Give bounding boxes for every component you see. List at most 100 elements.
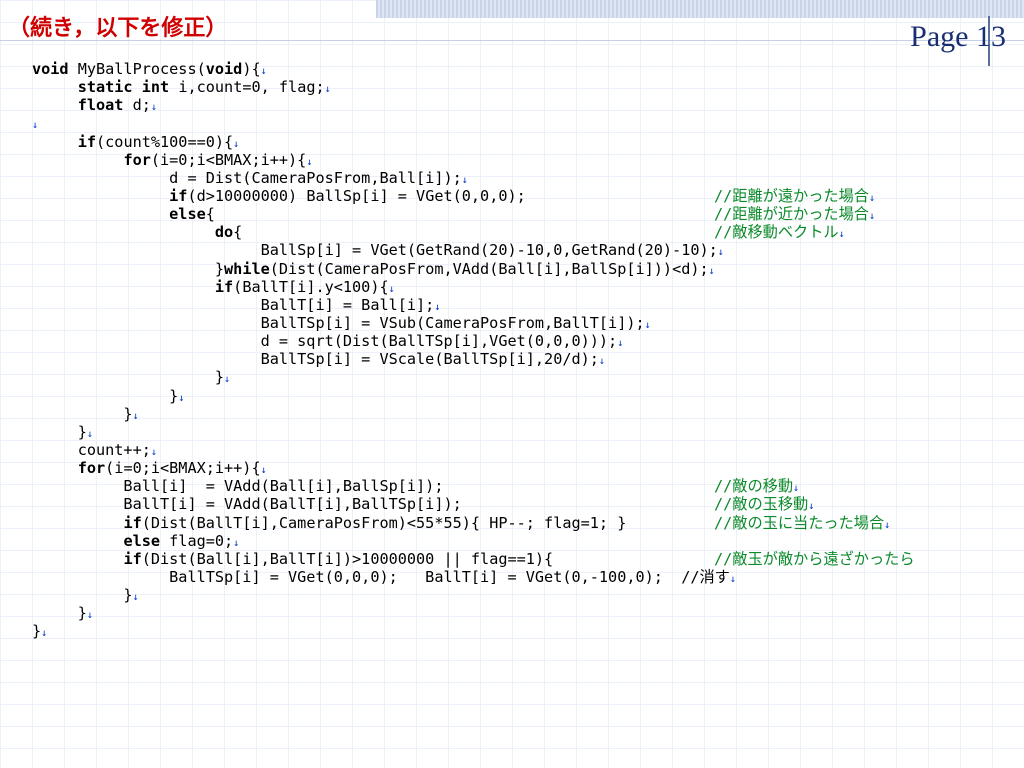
code-line: if(d>10000000) BallSp[i] = VGet(0,0,0); /…: [32, 187, 1002, 205]
code-line: for(i=0;i<BMAX;i++){↓: [32, 459, 1002, 477]
code-line: }↓: [32, 622, 1002, 640]
code-text: }↓: [32, 422, 93, 441]
code-text: BallT[i] = Ball[i];↓: [32, 295, 441, 314]
code-comment: //敵の移動↓: [714, 477, 800, 496]
code-line: if(count%100==0){↓: [32, 133, 1002, 151]
line-end-mark: ↓: [868, 211, 876, 223]
code-line: BallSp[i] = VGet(GetRand(20)-10,0,GetRan…: [32, 241, 1002, 259]
line-end-mark: ↓: [434, 301, 441, 313]
line-end-mark: ↓: [233, 138, 240, 150]
code-text: if(BallT[i].y<100){↓: [214, 277, 395, 296]
line-end-mark: ↓: [617, 338, 624, 350]
line-end-mark: ↓: [178, 392, 185, 404]
line-end-mark: ↓: [598, 356, 605, 368]
code-text: if(count%100==0){↓: [77, 132, 240, 151]
code-line: if(Dist(BallT[i],CameraPosFrom)<55*55){ …: [32, 514, 1002, 532]
line-end-mark: ↓: [717, 247, 724, 259]
line-end-mark: ↓: [86, 610, 93, 622]
code-text: static int i,count=0, flag;↓: [77, 78, 331, 97]
code-comment: //敵玉が敵から遠ざかったら: [714, 549, 915, 568]
code-line: void MyBallProcess(void){↓: [32, 60, 1002, 78]
line-end-mark: ↓: [324, 84, 331, 96]
line-end-mark: ↓: [644, 319, 651, 331]
code-comment: //敵の玉に当たった場合↓: [714, 513, 891, 532]
line-end-mark: ↓: [150, 446, 157, 458]
code-text: float d;↓: [77, 96, 157, 115]
code-text: Ball[i] = VAdd(Ball[i],BallSp[i]);: [32, 477, 444, 496]
code-line: }↓: [32, 387, 1002, 405]
code-line: BallTSp[i] = VScale(BallTSp[i],20/d);↓: [32, 350, 1002, 368]
code-line: }↓: [32, 423, 1002, 441]
line-end-mark: ↓: [150, 102, 157, 114]
code-line: }↓: [32, 604, 1002, 622]
line-end-mark: ↓: [132, 410, 139, 422]
line-end-mark: ↓: [729, 573, 736, 585]
code-comment: //敵の玉移動↓: [714, 495, 815, 514]
header-divider: [0, 40, 1024, 41]
code-text: }↓: [32, 368, 231, 387]
line-end-mark: ↓: [388, 283, 395, 295]
code-text: if(d>10000000) BallSp[i] = VGet(0,0,0);: [169, 186, 526, 205]
line-end-mark: ↓: [32, 120, 39, 132]
code-text: d = sqrt(Dist(BallTSp[i],VGet(0,0,0)));↓: [32, 332, 624, 351]
code-line: BallTSp[i] = VGet(0,0,0); BallT[i] = VGe…: [32, 568, 1002, 586]
code-line: BallT[i] = VAdd(BallT[i],BallTSp[i]); //敵…: [32, 495, 1002, 513]
code-line: if(Dist(Ball[i],BallT[i])>10000000 || fl…: [32, 550, 1002, 568]
code-line: count++;↓: [32, 441, 1002, 459]
line-end-mark: ↓: [86, 428, 93, 440]
code-comment: //距離が遠かった場合↓: [714, 186, 876, 205]
line-end-mark: ↓: [793, 483, 800, 495]
code-text: void MyBallProcess(void){↓: [32, 60, 267, 78]
code-text: d = Dist(CameraPosFrom,Ball[i]);↓: [32, 168, 468, 187]
code-line: static int i,count=0, flag;↓: [32, 78, 1002, 96]
code-text: count++;↓: [32, 440, 157, 459]
code-text: BallT[i] = VAdd(BallT[i],BallTSp[i]);: [32, 495, 462, 514]
header-band: [376, 0, 1024, 18]
code-line: d = sqrt(Dist(BallTSp[i],VGet(0,0,0)));↓: [32, 332, 1002, 350]
code-line: BallT[i] = Ball[i];↓: [32, 296, 1002, 314]
line-end-mark: ↓: [260, 465, 267, 477]
code-text: else{: [169, 205, 215, 224]
code-line: Ball[i] = VAdd(Ball[i],BallSp[i]); //敵の移動…: [32, 477, 1002, 495]
code-line: }↓: [32, 405, 1002, 423]
code-comment: //敵移動ベクトル↓: [714, 223, 845, 242]
code-text: }↓: [32, 622, 48, 641]
code-line: float d;↓: [32, 96, 1002, 114]
code-text: BallSp[i] = VGet(GetRand(20)-10,0,GetRan…: [32, 241, 724, 260]
line-end-mark: ↓: [838, 229, 845, 241]
page-number: Page 13: [910, 20, 1006, 53]
code-text: else flag=0;↓: [123, 531, 240, 550]
code-text: do{: [214, 223, 243, 242]
line-end-mark: ↓: [868, 192, 876, 204]
line-end-mark: ↓: [260, 66, 267, 77]
code-text: ↓: [32, 114, 38, 132]
code-line: if(BallT[i].y<100){↓: [32, 278, 1002, 296]
code-text: }↓: [32, 604, 93, 623]
line-end-mark: ↓: [41, 628, 48, 640]
line-end-mark: ↓: [461, 174, 468, 186]
code-block: void MyBallProcess(void){↓ static int i,…: [32, 60, 1002, 641]
line-end-mark: ↓: [224, 374, 231, 386]
code-line: BallTSp[i] = VSub(CameraPosFrom,BallT[i]…: [32, 314, 1002, 332]
slide-subtitle: （続き，以下を修正）: [8, 16, 228, 41]
code-line: }↓: [32, 368, 1002, 386]
code-text: }↓: [32, 404, 139, 423]
code-text: if(Dist(BallT[i],CameraPosFrom)<55*55){ …: [123, 513, 627, 532]
code-text: }↓: [32, 386, 185, 405]
code-text: }↓: [32, 586, 139, 605]
code-comment: //距離が近かった場合↓: [714, 205, 876, 224]
code-line: }↓: [32, 586, 1002, 604]
code-line: }while(Dist(CameraPosFrom,VAdd(Ball[i],B…: [32, 260, 1002, 278]
code-line: else flag=0;↓: [32, 532, 1002, 550]
code-line: do{ //敵移動ベクトル↓: [32, 223, 1002, 241]
code-text: }while(Dist(CameraPosFrom,VAdd(Ball[i],B…: [32, 259, 715, 278]
code-text: BallTSp[i] = VScale(BallTSp[i],20/d);↓: [32, 350, 605, 369]
line-end-mark: ↓: [233, 537, 240, 549]
code-line: else{ //距離が近かった場合↓: [32, 205, 1002, 223]
line-end-mark: ↓: [306, 156, 313, 168]
code-text: BallTSp[i] = VSub(CameraPosFrom,BallT[i]…: [32, 313, 651, 332]
code-text: for(i=0;i<BMAX;i++){↓: [123, 150, 313, 169]
line-end-mark: ↓: [708, 265, 715, 277]
code-line: for(i=0;i<BMAX;i++){↓: [32, 151, 1002, 169]
